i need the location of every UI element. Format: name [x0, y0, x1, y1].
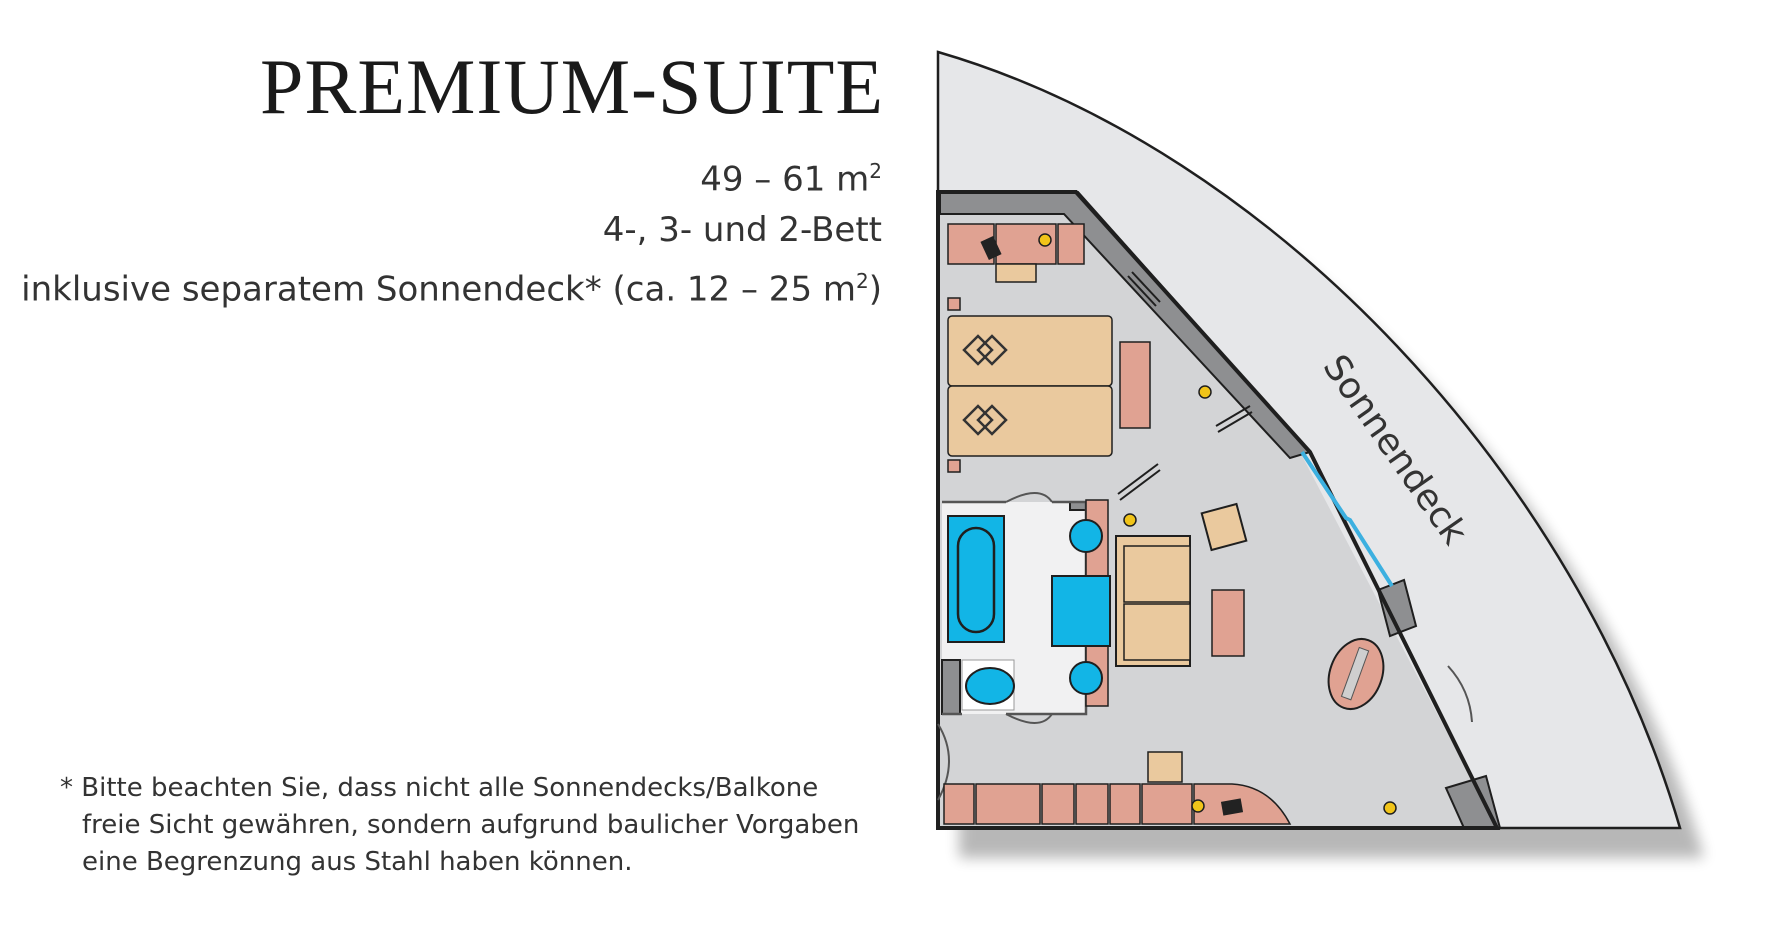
- desk-top: [947, 223, 1085, 283]
- suite-beds: 4-, 3- und 2-Bett: [602, 210, 882, 251]
- sofa: [1115, 535, 1191, 667]
- nightstand-bottom: [947, 459, 961, 473]
- tv-mounts: [1117, 271, 1253, 501]
- balcony-door: [1447, 665, 1473, 723]
- side-table: [1211, 589, 1245, 657]
- suite-size-unit-sup: 2: [869, 159, 882, 183]
- bathtub: [947, 515, 1005, 643]
- pillow-icon: [962, 334, 1008, 436]
- coffee-table-inlay: [1340, 646, 1370, 701]
- phone-icon: [980, 235, 1002, 261]
- lamp-icon-floor: [1383, 801, 1397, 815]
- sundeck-info-close: ): [868, 269, 882, 310]
- lamp-icon-bottom: [1191, 799, 1205, 813]
- lamp-icon: [1038, 233, 1052, 247]
- sink-bottom: [1069, 661, 1103, 695]
- suite-size: 49 – 61 m2: [21, 146, 882, 205]
- lamp-icon-wall: [1198, 385, 1212, 399]
- phone-icon-bottom: [1220, 798, 1244, 816]
- sundeck-info-sup: 2: [856, 269, 869, 294]
- suite-size-value: 49 – 61 m: [700, 159, 870, 200]
- sundeck-info-text: inklusive separatem Sonnendeck* (ca. 12 …: [21, 269, 856, 310]
- window-glass: [1300, 450, 1394, 588]
- cabin-outline: [936, 190, 1501, 830]
- armchair: [1200, 502, 1248, 552]
- double-bed: [947, 315, 1151, 457]
- nightstand-top: [947, 297, 961, 311]
- lamp-icon-sofa: [1123, 513, 1137, 527]
- bathroom-door: [1005, 492, 1053, 503]
- sink-top: [1069, 519, 1103, 553]
- footnote-line-1: * Bitte beachten Sie, dass nicht alle So…: [60, 773, 819, 803]
- page-title: PREMIUM-SUITE: [259, 43, 884, 130]
- suite-sundeck-info: inklusive separatem Sonnendeck* (ca. 12 …: [21, 256, 882, 315]
- entrance-door: [937, 723, 950, 801]
- footnote-line-3: eine Begrenzung aus Stahl haben können.: [82, 847, 633, 877]
- toilet: [961, 659, 1015, 711]
- suite-info: 49 – 61 m2 4-, 3- und 2-Bett inklusive s…: [21, 146, 882, 316]
- footnote: * Bitte beachten Sie, dass nicht alle So…: [60, 770, 859, 881]
- toilet-door: [1005, 713, 1053, 724]
- cabinet-row: [943, 751, 1292, 825]
- sink-counter: [1051, 575, 1111, 647]
- footnote-line-2: freie Sicht gewähren, sondern aufgrund b…: [82, 810, 860, 840]
